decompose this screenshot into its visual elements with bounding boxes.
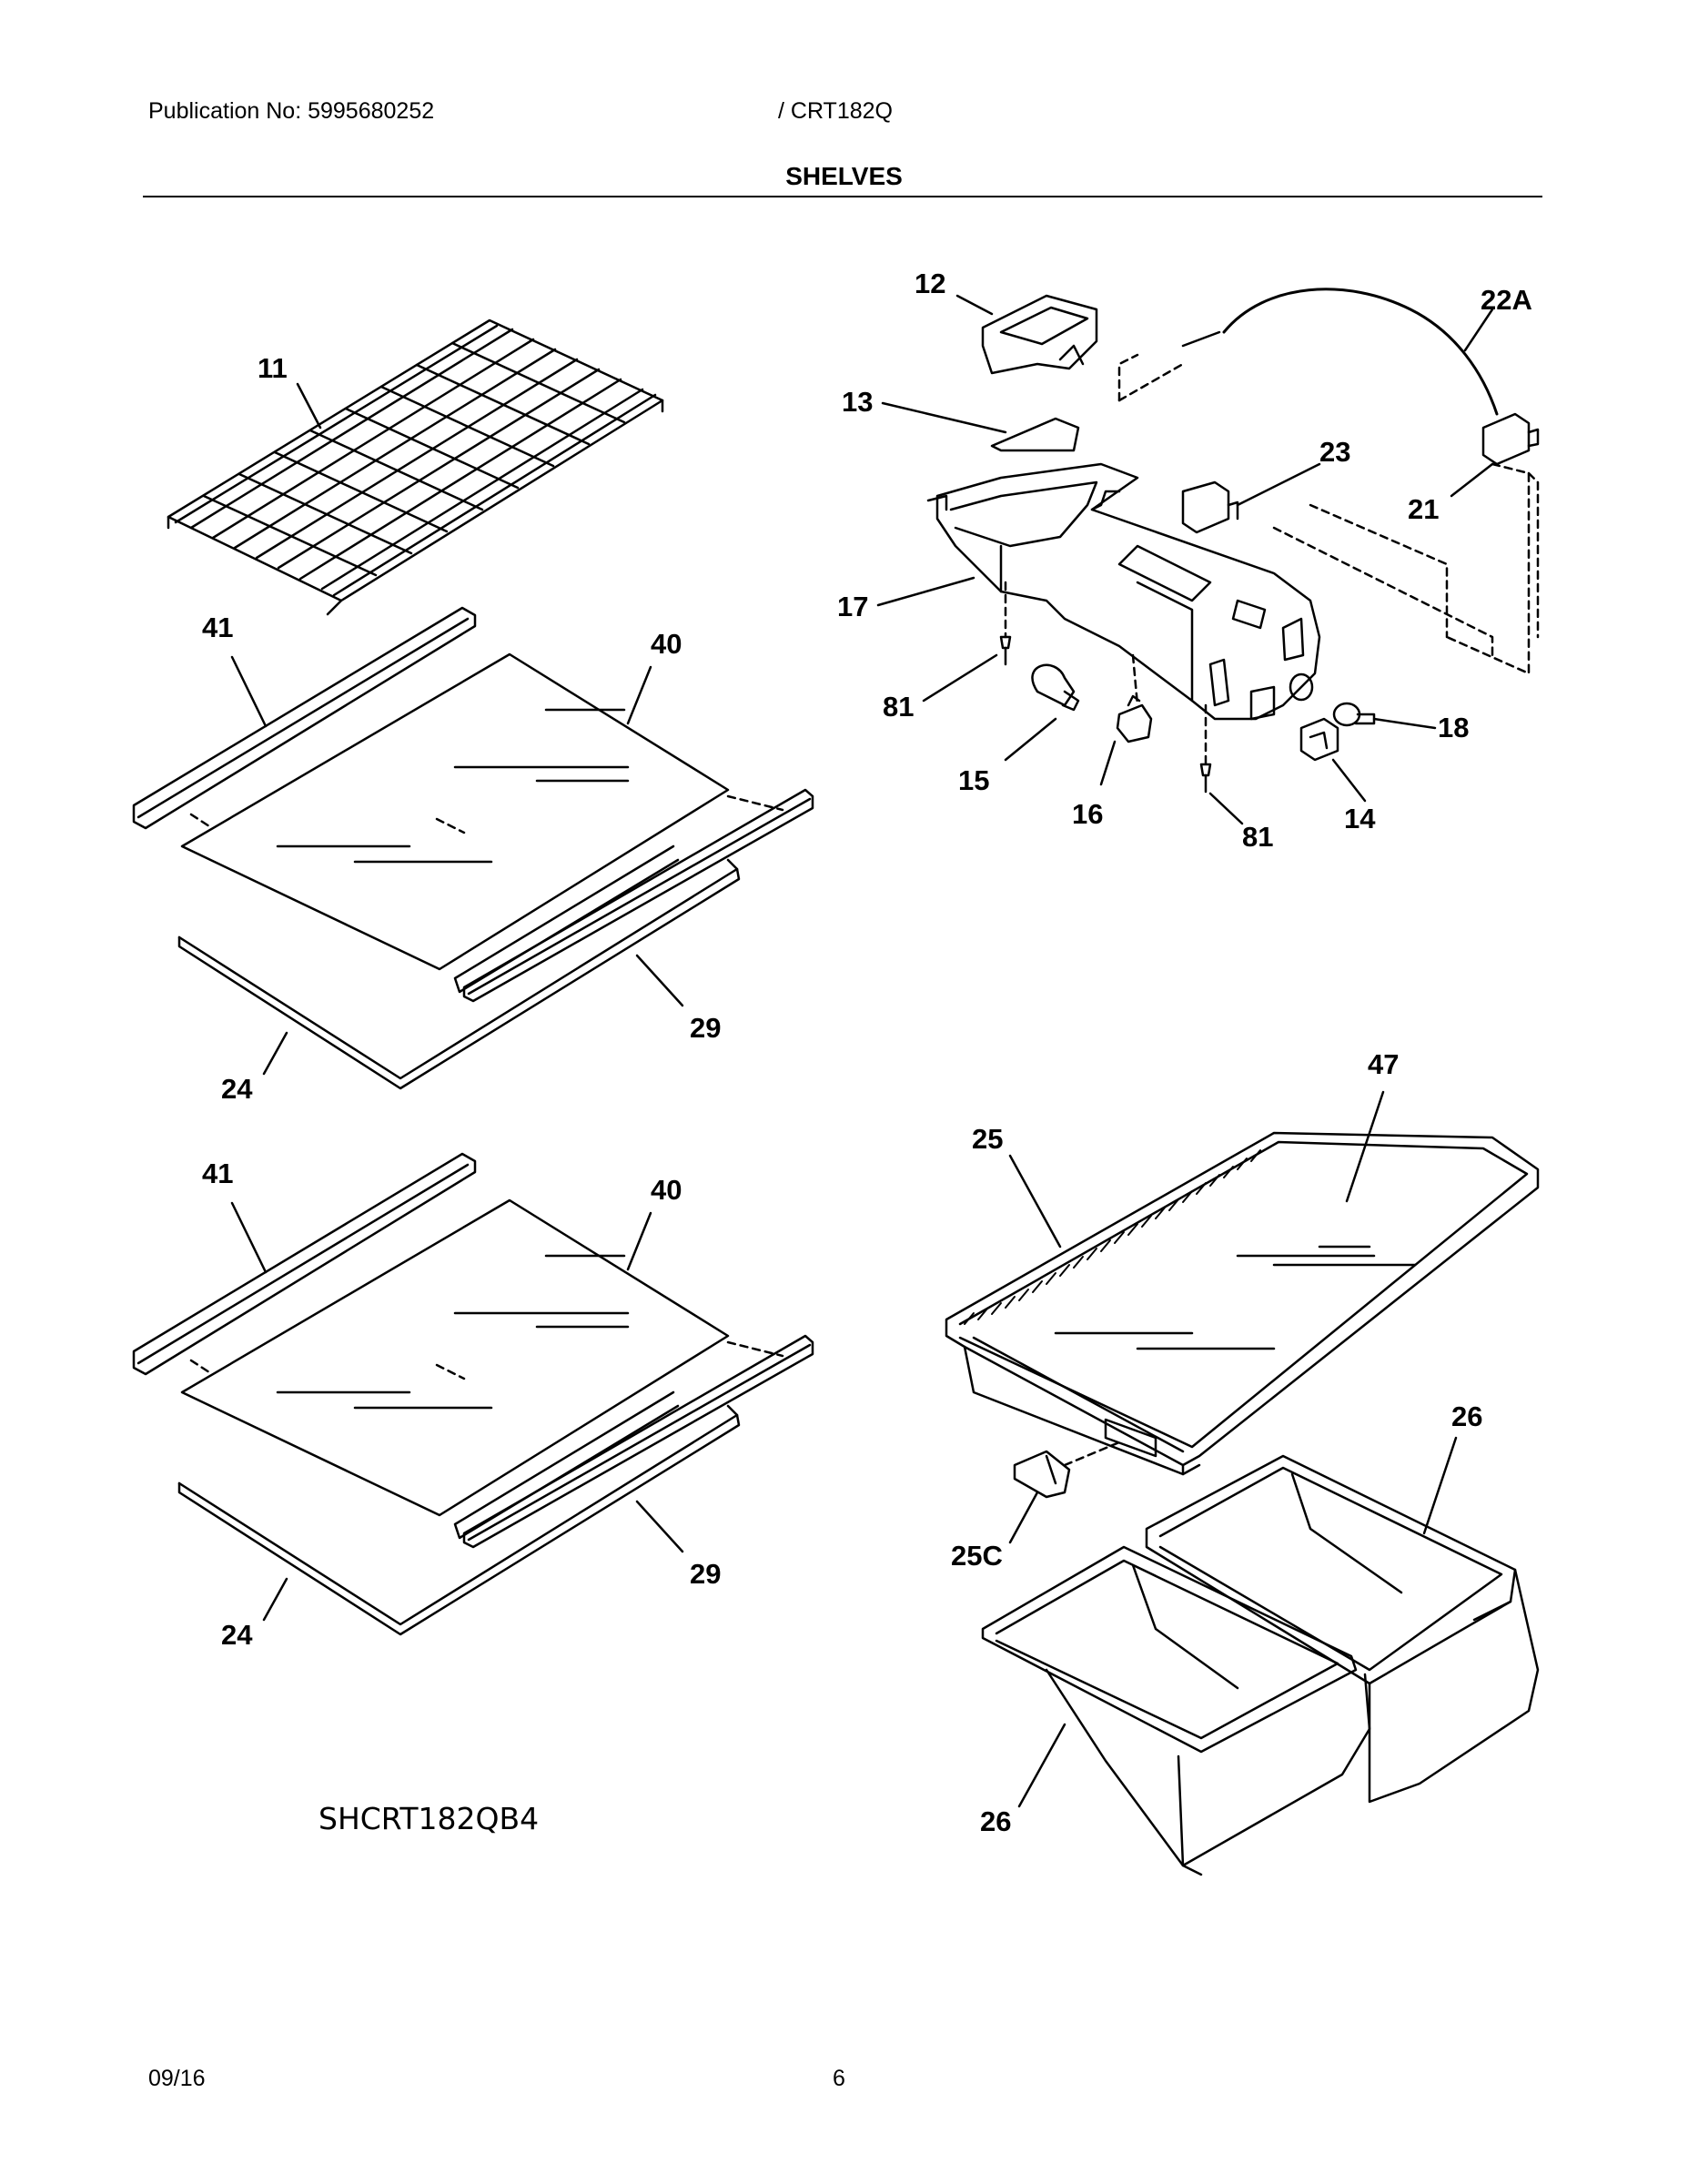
- callout-29: 29: [690, 1558, 721, 1590]
- callout-18: 18: [1438, 712, 1469, 743]
- callout-17: 17: [837, 591, 868, 622]
- callout-40: 40: [651, 1174, 682, 1206]
- callout-29: 29: [690, 1012, 721, 1044]
- callout-26: 26: [1451, 1400, 1482, 1432]
- control-housing-assembly: [926, 288, 1540, 794]
- callout-40: 40: [651, 628, 682, 660]
- wire-shelf: [167, 318, 664, 616]
- callout-25: 25: [972, 1123, 1003, 1155]
- callout-26: 26: [980, 1805, 1011, 1837]
- section-title: SHELVES: [785, 162, 903, 190]
- header-rule: [143, 196, 1542, 197]
- model-number: / CRT182Q: [778, 98, 893, 124]
- callout-15: 15: [958, 764, 989, 796]
- callout-41: 41: [202, 612, 233, 643]
- callout-47: 47: [1368, 1048, 1399, 1080]
- callout-24: 24: [221, 1619, 253, 1651]
- callout-12: 12: [915, 268, 945, 299]
- callout-81: 81: [1242, 821, 1273, 853]
- callout-24: 24: [221, 1073, 253, 1105]
- footer-date: 09/16: [148, 2066, 206, 2091]
- diagram-code: SHCRT182QB4: [318, 1801, 539, 1836]
- leader-lines: [230, 294, 1494, 1808]
- callout-25c: 25C: [951, 1540, 1003, 1572]
- callout-22a: 22A: [1481, 284, 1532, 316]
- glass-shelf-assembly-bottom: [132, 1152, 814, 1636]
- callout-14: 14: [1344, 803, 1376, 834]
- callout-81: 81: [883, 691, 914, 723]
- crisper-cover: [945, 1131, 1540, 1499]
- crisper-drawers: [981, 1454, 1540, 1876]
- callout-41: 41: [202, 1158, 233, 1189]
- callout-16: 16: [1072, 798, 1103, 830]
- glass-shelf-assembly-top: [132, 606, 814, 1090]
- callout-11: 11: [258, 352, 288, 384]
- page-number: 6: [833, 2066, 845, 2091]
- callout-21: 21: [1408, 493, 1439, 525]
- publication-number: Publication No: 5995680252: [148, 98, 435, 124]
- callout-13: 13: [842, 386, 873, 418]
- callout-23: 23: [1319, 436, 1350, 468]
